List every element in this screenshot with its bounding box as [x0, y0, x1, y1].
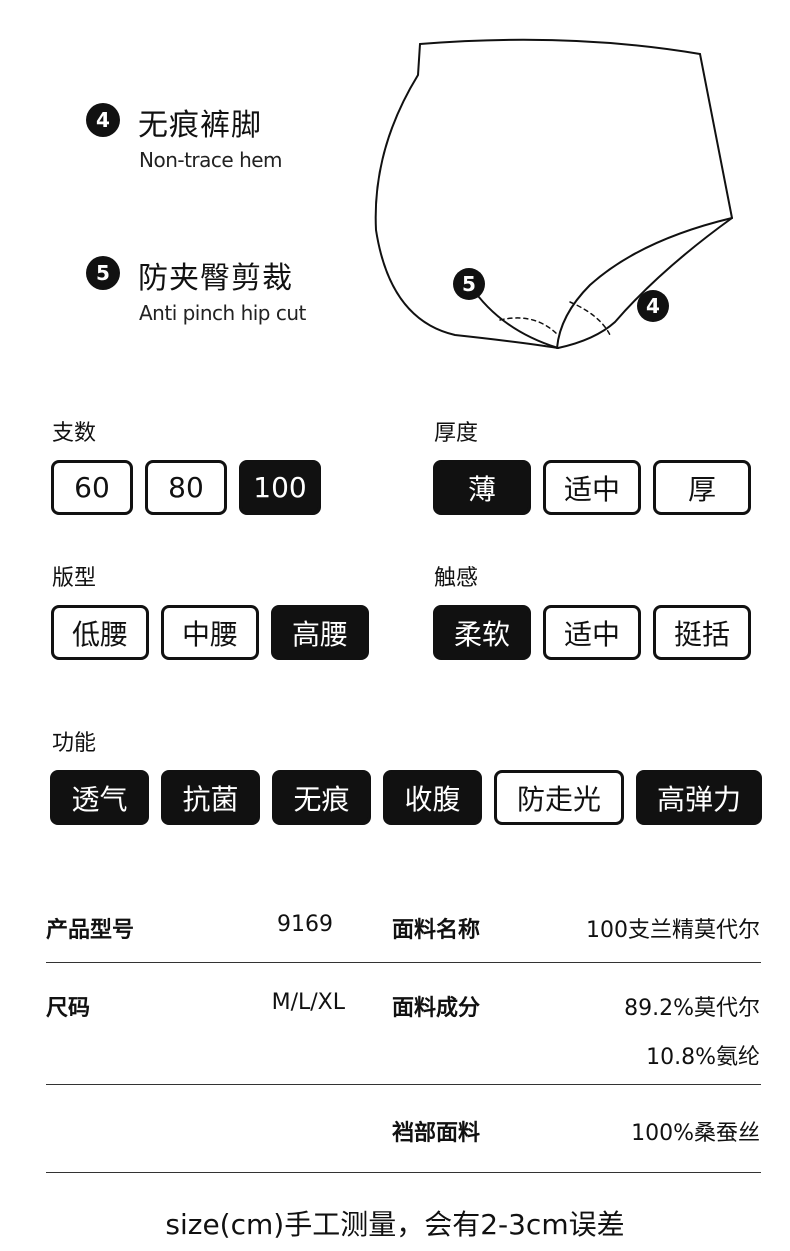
feel-option-soft[interactable]: 柔软: [433, 605, 531, 660]
spec-model-value: 9169: [277, 912, 333, 937]
marker-4: 4: [637, 290, 669, 322]
garment-right-outline: [699, 53, 733, 219]
table-divider: [46, 962, 761, 963]
spec-size-value: M/L/XL: [271, 990, 345, 1015]
thickness-label: 厚度: [434, 421, 479, 446]
spec-composition-label: 面料成分: [392, 996, 481, 1021]
spec-fabric-name-label: 面料名称: [392, 918, 481, 943]
underwear-illustration: 5 4: [374, 38, 733, 349]
thickness-options: 薄 适中 厚: [433, 460, 751, 515]
count-option-100[interactable]: 100: [239, 460, 321, 515]
measurement-note: size(cm)手工测量，会有2-3cm误差: [165, 1208, 625, 1241]
fit-options: 低腰 中腰 高腰: [51, 605, 369, 660]
feature-subtitle: Non-trace hem: [139, 148, 283, 172]
feature-number-badge: 4: [86, 103, 120, 137]
feature-number-badge: 5: [86, 256, 120, 290]
spec-fabric-name-value: 100支兰精莫代尔: [586, 918, 760, 943]
fit-option-mid-rise[interactable]: 中腰: [161, 605, 259, 660]
function-option-breathable[interactable]: 透气: [50, 770, 149, 825]
count-option-60[interactable]: 60: [51, 460, 133, 515]
spec-composition-value-1: 89.2%莫代尔: [624, 996, 760, 1021]
spec-crotch-label: 裆部面料: [392, 1121, 481, 1146]
crotch-seam-right: [569, 301, 611, 336]
fit-option-high-rise[interactable]: 高腰: [271, 605, 369, 660]
count-option-80[interactable]: 80: [145, 460, 227, 515]
feature-title: 防夹臀剪裁: [138, 261, 293, 296]
inner-hem-outline: [557, 217, 733, 349]
waistband-outline: [419, 38, 701, 55]
count-label: 支数: [52, 421, 97, 446]
spec-composition-value-2: 10.8%氨纶: [646, 1045, 760, 1070]
thickness-option-thin[interactable]: 薄: [433, 460, 531, 515]
spec-crotch-value: 100%桑蚕丝: [631, 1121, 760, 1146]
function-option-antibacterial[interactable]: 抗菌: [161, 770, 260, 825]
count-options: 60 80 100: [51, 460, 321, 515]
leg-opening-outline: [556, 217, 733, 349]
function-option-tummy-control[interactable]: 收腹: [383, 770, 482, 825]
function-option-anti-exposure[interactable]: 防走光: [494, 770, 624, 825]
thickness-option-thick[interactable]: 厚: [653, 460, 751, 515]
feel-options: 柔软 适中 挺括: [433, 605, 751, 660]
marker-4-label: 4: [646, 294, 660, 318]
fit-label: 版型: [52, 566, 97, 591]
crotch-seam-left: [499, 317, 559, 336]
function-option-high-elastic[interactable]: 高弹力: [636, 770, 762, 825]
feel-label: 触感: [434, 566, 479, 591]
marker-5-label: 5: [462, 272, 476, 296]
table-divider: [46, 1172, 761, 1173]
function-option-seamless[interactable]: 无痕: [272, 770, 371, 825]
table-divider: [46, 1084, 761, 1085]
feature-title: 无痕裤脚: [138, 108, 262, 143]
feel-option-crisp[interactable]: 挺括: [653, 605, 751, 660]
spec-size-label: 尺码: [46, 996, 91, 1021]
feel-option-medium[interactable]: 适中: [543, 605, 641, 660]
function-label: 功能: [52, 731, 97, 756]
function-options: 透气 抗菌 无痕 收腹 防走光 高弹力: [50, 770, 762, 825]
feature-subtitle: Anti pinch hip cut: [139, 301, 306, 325]
spec-model-label: 产品型号: [46, 918, 135, 943]
thickness-option-medium[interactable]: 适中: [543, 460, 641, 515]
fit-option-low-rise[interactable]: 低腰: [51, 605, 149, 660]
garment-left-outline: [374, 43, 559, 349]
marker-5: 5: [453, 268, 485, 300]
